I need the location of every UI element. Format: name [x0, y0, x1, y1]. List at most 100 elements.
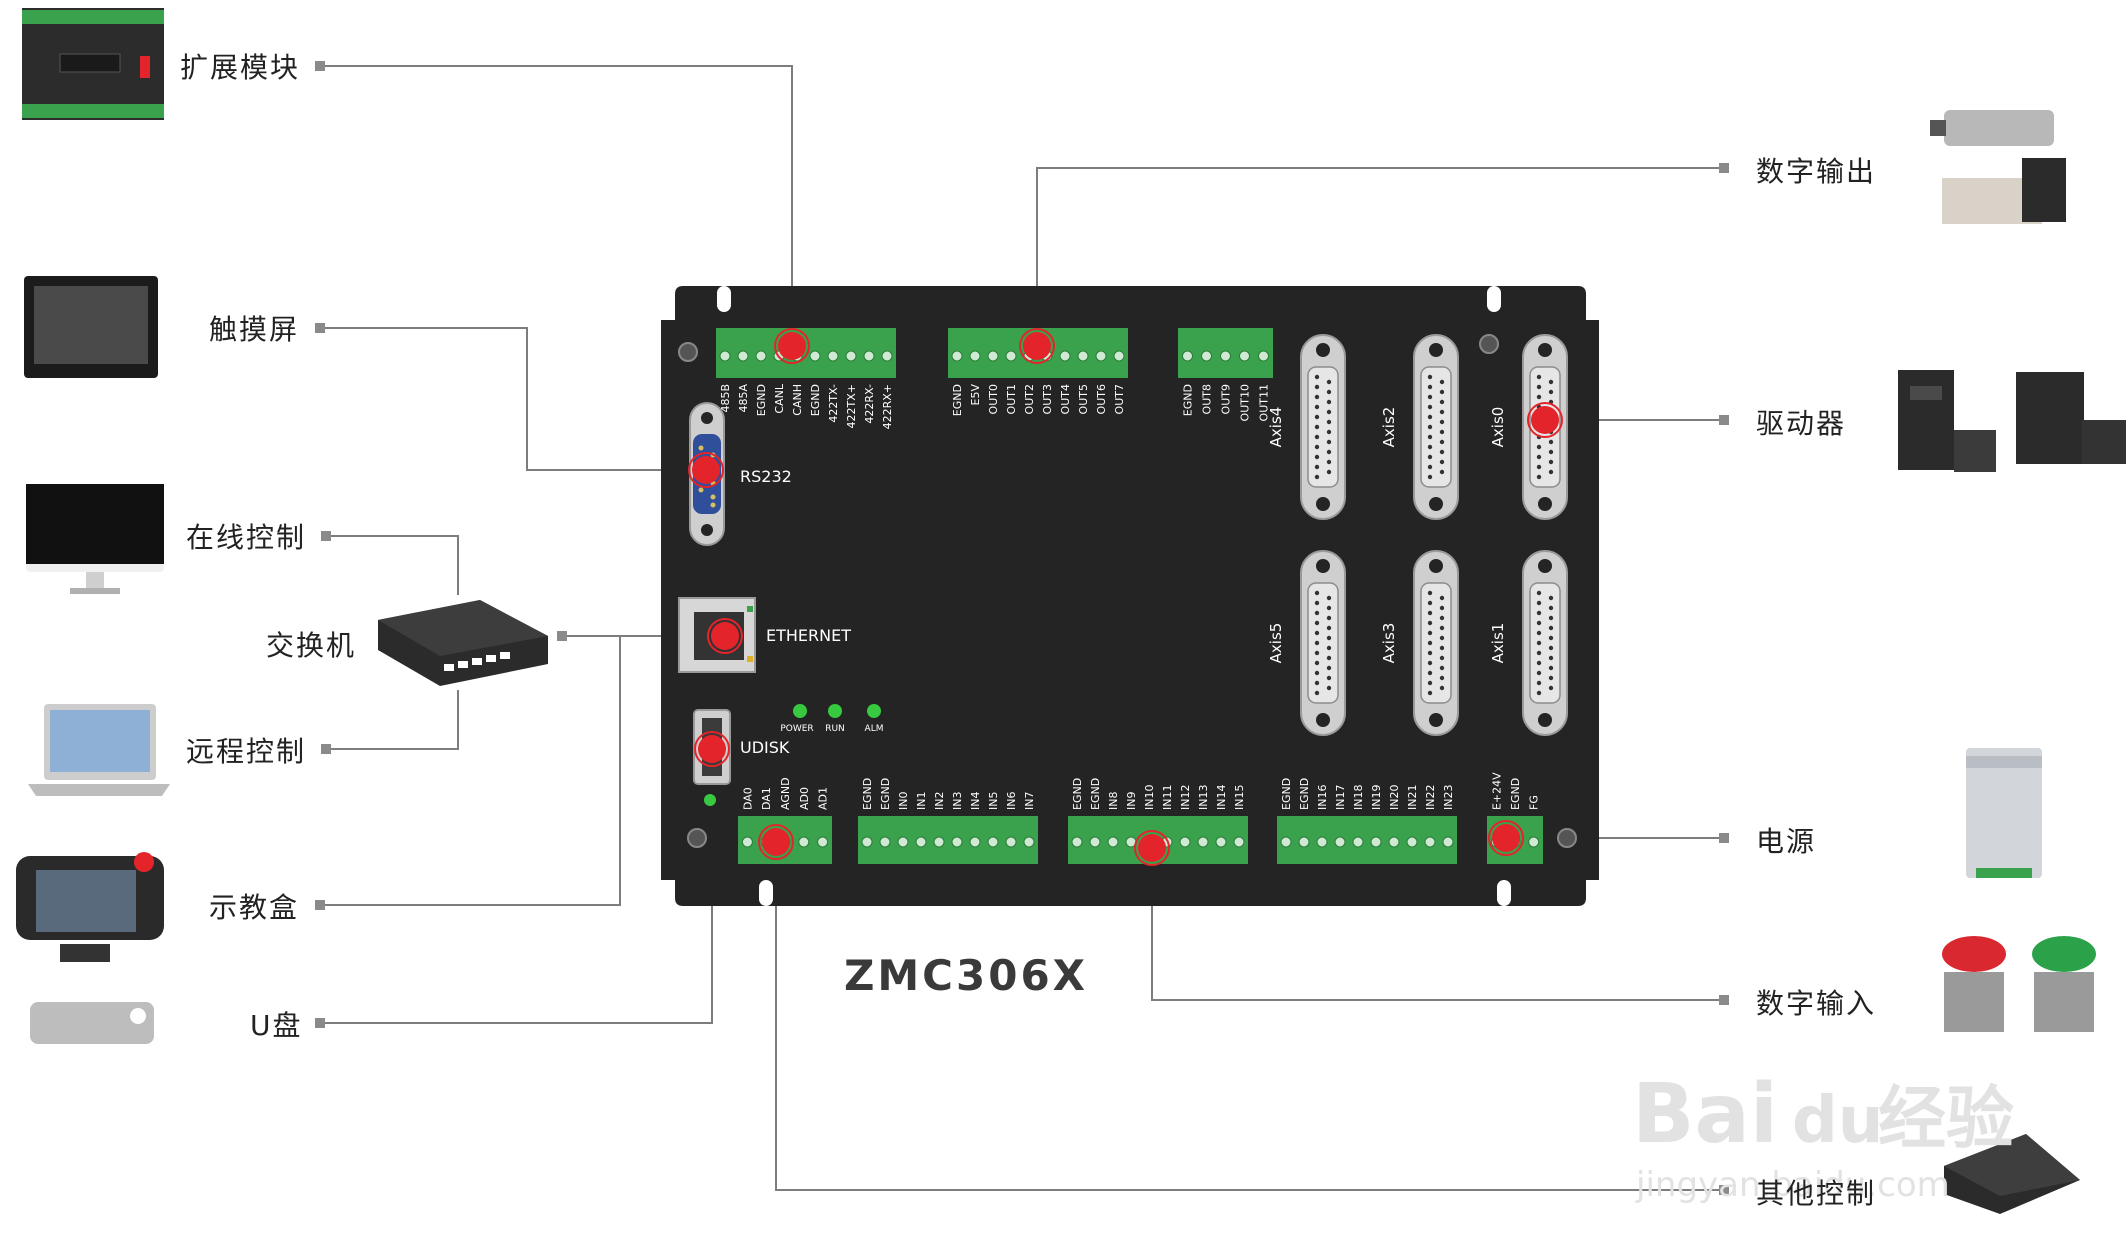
- terminal-hole: [1258, 350, 1269, 362]
- axis-label: Axis4: [1267, 407, 1285, 448]
- terminal-hole: [1059, 350, 1071, 362]
- marker-comm: [774, 328, 810, 364]
- line-pendant: [320, 636, 621, 906]
- usb-drive-image: [30, 1002, 154, 1044]
- label-teach-pendant: 示教盒: [209, 891, 300, 924]
- power-supply-image: [1966, 748, 2042, 878]
- marker-rs232: [688, 452, 724, 488]
- terminal-hole: [1005, 350, 1017, 362]
- watermark-url: jingyan.baidu.com: [1635, 1165, 1950, 1205]
- pin-label: IN15: [1233, 785, 1246, 810]
- terminal-hole: [1197, 836, 1209, 848]
- terminal-hole: [1095, 350, 1107, 362]
- pin-label: IN23: [1442, 785, 1455, 810]
- terminal-hole: [1077, 350, 1089, 362]
- line-end-squares: [315, 61, 1729, 1195]
- pin-label: IN9: [1125, 792, 1138, 810]
- terminal-hole: [1370, 836, 1382, 848]
- axis-label: Axis0: [1489, 407, 1507, 448]
- line-remote: [326, 690, 459, 750]
- marker-axis0: [1527, 402, 1563, 438]
- label-online-control: 在线控制: [186, 521, 307, 554]
- ethernet-label: ETHERNET: [766, 626, 851, 645]
- terminal-hole: [881, 350, 893, 362]
- terminal-hole: [1005, 836, 1017, 848]
- terminal-hole: [897, 836, 909, 848]
- pin-label: EGND: [1280, 778, 1293, 810]
- terminal-hole: [1201, 350, 1212, 362]
- terminal-hole: [1215, 836, 1227, 848]
- pin-label: OUT7: [1113, 384, 1126, 414]
- terminal-hole: [1182, 350, 1193, 362]
- terminal-hole: [1107, 836, 1119, 848]
- terminal-hole: [1352, 836, 1364, 848]
- label-other-control: 其他控制: [1756, 1177, 1877, 1210]
- terminal-hole: [809, 350, 821, 362]
- terminal-hole: [861, 836, 873, 848]
- mounting-slots: [717, 286, 1511, 906]
- terminal-in-c: [1277, 816, 1457, 864]
- pin-label: EGND: [1182, 384, 1195, 416]
- pin-label: 485A: [737, 384, 750, 413]
- terminal-hole: [987, 350, 999, 362]
- pin-label: IN2: [933, 792, 946, 810]
- pin-label: OUT8: [1201, 384, 1214, 414]
- pin-label: 422TX+: [845, 384, 858, 428]
- board-body: [661, 286, 1599, 906]
- marker-udisk: [694, 731, 730, 767]
- pin-label: 422TX-: [827, 384, 840, 423]
- label-expansion-module: 扩展模块: [180, 51, 301, 84]
- marker-analog: [758, 824, 794, 860]
- axis-connector-axis4: Axis4: [1267, 334, 1346, 520]
- push-button-image: [1942, 936, 2096, 1032]
- line-touchscreen: [320, 327, 706, 471]
- status-leds: POWER RUN ALM: [780, 704, 883, 734]
- pin-label: IN1: [915, 792, 928, 810]
- teach-pendant-image: [16, 852, 164, 962]
- pin-label: EGND: [1298, 778, 1311, 810]
- rs232-label: RS232: [740, 467, 792, 486]
- axis-label: Axis5: [1267, 623, 1285, 664]
- terminal-hole: [719, 350, 731, 362]
- pin-label: E+24V: [1490, 772, 1503, 810]
- pin-label: AD1: [817, 787, 830, 810]
- label-power-supply: 电源: [1756, 825, 1817, 858]
- terminal-hole: [1528, 836, 1540, 848]
- pin-label: IN17: [1334, 785, 1347, 810]
- terminal-hole: [845, 350, 857, 362]
- pin-label: DA1: [760, 787, 773, 810]
- pin-label: IN5: [987, 792, 1000, 810]
- terminal-hole: [1089, 836, 1101, 848]
- power-led-label: POWER: [780, 724, 813, 734]
- pin-label: IN0: [897, 792, 910, 810]
- pin-label: 485B: [719, 384, 732, 413]
- terminal-hole: [1316, 836, 1328, 848]
- terminal-hole: [1442, 836, 1454, 848]
- label-driver: 驱动器: [1756, 407, 1847, 440]
- terminal-hole: [741, 836, 753, 848]
- terminal-hole: [798, 836, 810, 848]
- touchscreen-image: [24, 276, 158, 378]
- marker-out: [1019, 328, 1055, 364]
- pin-label: IN7: [1023, 792, 1036, 810]
- label-udisk: U盘: [250, 1009, 303, 1042]
- terminal-hole: [1179, 836, 1191, 848]
- pin-label: OUT11: [1258, 384, 1271, 421]
- terminal-hole: [1424, 836, 1436, 848]
- terminal-hole: [1280, 836, 1292, 848]
- terminal-hole: [1239, 350, 1250, 362]
- pin-label: DA0: [741, 787, 754, 810]
- pin-label: IN4: [969, 792, 982, 810]
- udisk-led: [704, 794, 716, 806]
- axis-label: Axis2: [1380, 407, 1398, 448]
- udisk-label: UDISK: [740, 738, 790, 757]
- pin-label: IN14: [1215, 785, 1228, 810]
